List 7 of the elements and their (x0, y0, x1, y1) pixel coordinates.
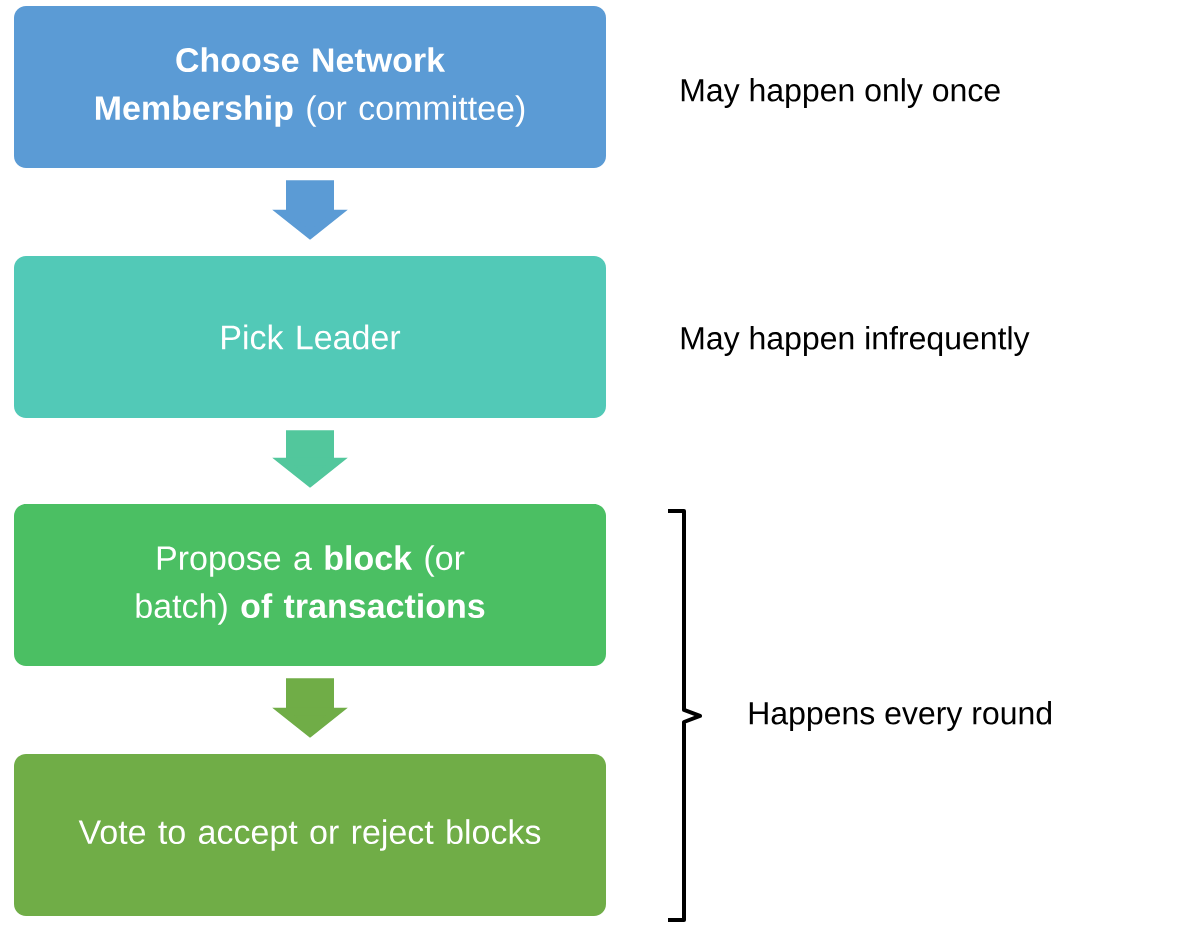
process-box: Propose a block (or batch) of transactions (14, 504, 606, 666)
side-note: May happen infrequently (681, 326, 1030, 356)
side-note: May happen only once (681, 78, 1000, 108)
process-box: Pick Leader (14, 256, 606, 418)
side-note: Happens every round (749, 701, 1052, 731)
process-box: Choose Network Membership (or committee) (14, 6, 606, 168)
process-box: Vote to accept or reject blocks (14, 754, 606, 916)
